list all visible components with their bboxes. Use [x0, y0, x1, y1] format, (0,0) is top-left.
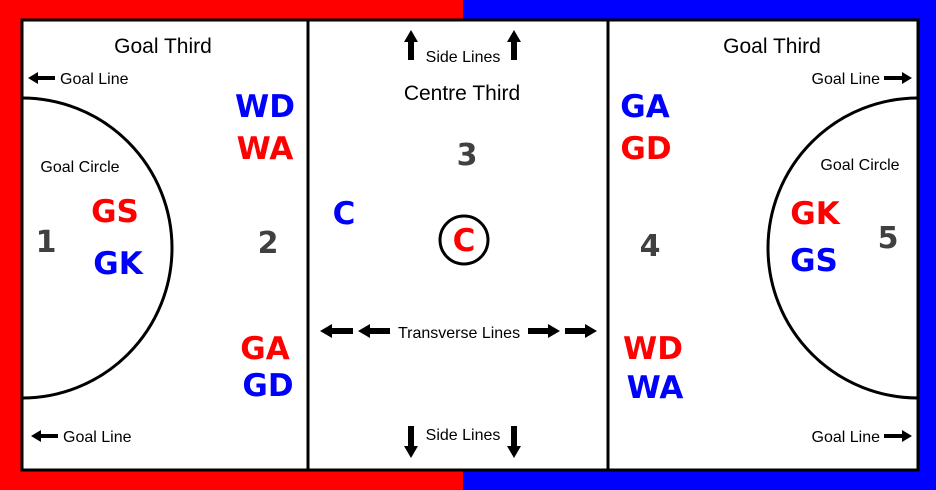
goal-line-label: Goal Line	[812, 429, 881, 446]
zone-number-3: 3	[457, 138, 478, 173]
position-ga-blue-zone4: GA	[620, 89, 669, 125]
position-gk-red-right: GK	[790, 196, 840, 232]
position-gs-blue-right: GS	[790, 243, 838, 279]
goal-line-label: Goal Line	[812, 71, 881, 88]
right-third-title: Goal Third	[723, 35, 821, 58]
arrow-icon	[528, 324, 560, 338]
position-wa-blue-zone4: WA	[627, 370, 684, 406]
zone-number-4: 4	[640, 229, 661, 264]
side-lines-label: Side Lines	[426, 49, 501, 66]
goal-line-bottom-right: Goal Line	[812, 429, 912, 446]
goal-line-bottom-left: Goal Line	[31, 429, 132, 446]
position-gs-red-left: GS	[91, 194, 139, 230]
side-lines-bottom: Side Lines	[404, 426, 521, 458]
goal-line-label: Goal Line	[60, 71, 129, 88]
arrow-icon	[507, 426, 521, 458]
centre-third-title: Centre Third	[404, 82, 520, 105]
right-goal-circle	[766, 96, 918, 400]
centre-circle	[438, 214, 490, 266]
position-c-red-centre: C	[453, 223, 476, 259]
position-wd-blue-zone2: WD	[235, 89, 295, 125]
position-gd-red-zone4: GD	[620, 131, 671, 167]
zone-number-1: 1	[36, 225, 57, 260]
goal-circle-label-right: Goal Circle	[820, 157, 899, 174]
zone-number-2: 2	[258, 226, 279, 261]
arrow-icon	[320, 324, 353, 338]
position-gd-blue-zone2: GD	[242, 368, 293, 404]
side-lines-top: Side Lines	[404, 30, 521, 66]
position-wd-red-zone4: WD	[623, 331, 683, 367]
arrow-icon	[404, 30, 418, 60]
goal-line-top-right: Goal Line	[812, 71, 912, 88]
position-wa-red-zone2: WA	[237, 131, 294, 167]
position-gk-blue-left: GK	[93, 246, 143, 282]
zone-number-5: 5	[878, 221, 899, 256]
arrow-icon	[565, 324, 597, 338]
transverse-lines-annotation: Transverse Lines	[320, 324, 597, 342]
goal-line-label: Goal Line	[63, 429, 132, 446]
arrow-icon	[884, 430, 912, 442]
transverse-lines-label: Transverse Lines	[398, 325, 520, 342]
arrow-icon	[28, 72, 55, 84]
position-ga-red-zone2: GA	[240, 331, 289, 367]
arrow-icon	[884, 72, 912, 84]
goal-circle-label-left: Goal Circle	[40, 159, 119, 176]
left-goal-circle	[22, 96, 174, 400]
arrow-icon	[404, 426, 418, 458]
arrow-icon	[31, 430, 58, 442]
position-c-blue-centre: C	[333, 196, 356, 232]
left-third-title: Goal Third	[114, 35, 212, 58]
side-lines-label: Side Lines	[426, 427, 501, 444]
arrow-icon	[507, 30, 521, 60]
goal-line-top-left: Goal Line	[28, 71, 129, 88]
arrow-icon	[358, 324, 390, 338]
